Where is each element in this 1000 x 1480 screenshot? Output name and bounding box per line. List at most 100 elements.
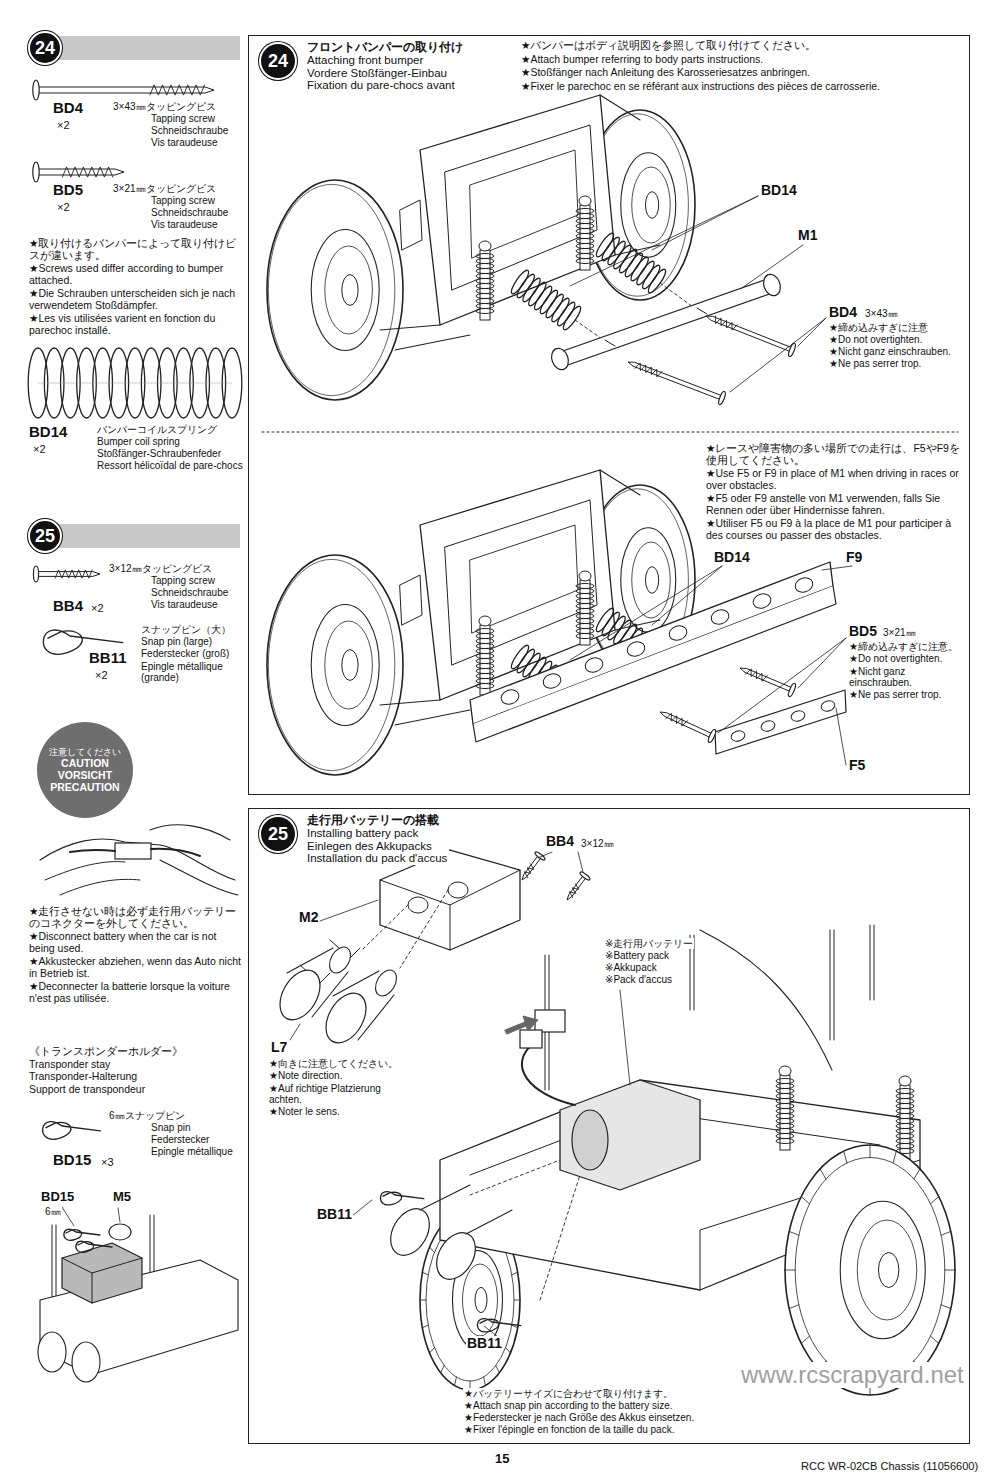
shock-absorber xyxy=(580,580,590,645)
caution-text: PRECAUTION xyxy=(50,781,119,793)
leader-line xyxy=(578,852,583,872)
chassis xyxy=(400,575,422,625)
coil-spring xyxy=(509,268,531,295)
shock-spring xyxy=(896,1099,914,1104)
connector xyxy=(115,843,151,859)
shock-spring xyxy=(576,239,594,244)
screw xyxy=(567,875,586,900)
note-text: ★Utiliser F5 ou F9 à la place de M1 pour… xyxy=(705,518,962,541)
note-text: Tapping screw xyxy=(150,113,216,124)
part-label: BB4 xyxy=(52,598,84,615)
caution-text: CAUTION xyxy=(61,757,109,769)
bracket-m2 xyxy=(380,870,520,950)
screw-head xyxy=(33,162,39,182)
exhaust-tip-l7 xyxy=(420,1185,512,1234)
bumper-hole xyxy=(709,607,731,626)
screw xyxy=(740,668,793,692)
chassis xyxy=(470,525,578,633)
screw-head xyxy=(33,566,38,582)
note-text: ★Nicht ganz einschrauben. xyxy=(848,666,962,688)
part-label: BB4 xyxy=(545,834,575,849)
shock-spring xyxy=(476,299,494,304)
screw-head xyxy=(787,683,797,698)
coil-spring xyxy=(38,383,232,384)
coil-spring xyxy=(600,610,622,637)
shock-spring xyxy=(896,1089,914,1094)
part-label: BD15 xyxy=(52,1152,92,1169)
divider xyxy=(262,432,958,433)
note-text: Ressort hélicoïdal de pare-chocs xyxy=(96,460,244,471)
shock-spring xyxy=(896,1129,914,1134)
direction-arrow xyxy=(505,1016,538,1034)
coil-spring xyxy=(509,643,531,670)
step-title: Vordere Stoßfänger-Einbau xyxy=(307,67,463,80)
exhaust-tip-l7 xyxy=(333,971,394,1040)
note-text: ★Use F5 or F9 in place of M1 when drivin… xyxy=(705,468,962,491)
coil-spring xyxy=(520,276,542,303)
part-label: L7 xyxy=(270,1040,288,1055)
transponder xyxy=(62,1243,142,1303)
note-text: ★バンパーはボディ説明図を参照して取り付けてください。 xyxy=(520,40,962,52)
coil-spring xyxy=(594,231,616,258)
shock-spring xyxy=(476,309,494,314)
chassis xyxy=(445,500,597,665)
exhaust-tip xyxy=(38,1332,66,1372)
part-label: F5 xyxy=(848,758,866,773)
note-text: Vis taraudeuse xyxy=(150,219,219,230)
note-text: 《トランスポンダーホルダー》 xyxy=(28,1046,184,1058)
step-panel: 走行用バッテリーの搭載Installing battery packEinleg… xyxy=(248,808,970,1444)
screw-thread xyxy=(524,864,533,878)
chassis xyxy=(380,95,660,350)
shock-spring xyxy=(776,1099,794,1104)
wheel-rim xyxy=(857,1220,917,1320)
note-text: Tapping screw xyxy=(150,195,216,206)
snap-pin xyxy=(477,1319,520,1332)
wheel-rim xyxy=(311,605,379,726)
bumper-hole xyxy=(760,719,776,733)
bumper-hole xyxy=(820,699,836,713)
tire-tread xyxy=(268,184,394,395)
coil-spring xyxy=(594,606,616,633)
step-title: 走行用バッテリーの搭載 xyxy=(307,814,447,827)
tire-tread xyxy=(506,1348,511,1353)
leader-line xyxy=(718,638,846,733)
screw-thread xyxy=(55,570,92,578)
wheel-hub xyxy=(342,650,358,681)
note-text: ★締め込みすぎに注意 xyxy=(828,322,929,333)
coil-spring xyxy=(628,255,650,282)
tire-tread xyxy=(893,1377,896,1389)
shock-spring xyxy=(576,224,594,229)
shock-spring xyxy=(896,1144,914,1149)
note-text: 3×21㎜タッピングビス xyxy=(112,183,217,194)
step-number: 24 xyxy=(28,31,62,65)
note-text: ×2 xyxy=(94,669,109,681)
wheel-rim xyxy=(311,230,379,351)
header-bar xyxy=(44,36,240,60)
step-title: Attaching front bumper xyxy=(307,54,463,67)
note-text: ★Nicht ganz einschrauben. xyxy=(828,346,952,357)
coil-spring xyxy=(526,280,548,307)
shock-spring xyxy=(776,1109,794,1114)
note-text: 3×12㎜タッピングビス xyxy=(108,563,213,574)
step-number: 24 xyxy=(259,42,297,80)
exhaust-tip-l7 xyxy=(272,963,328,1027)
shock-spring xyxy=(476,654,494,659)
note-text: ※Battery pack xyxy=(604,950,670,961)
bumper-m1 xyxy=(605,308,707,346)
shock-spring xyxy=(896,1094,914,1099)
hand-outline xyxy=(40,839,235,880)
part-label: F9 xyxy=(845,550,863,565)
tire-tread xyxy=(785,1270,795,1271)
leader-line xyxy=(836,708,846,765)
note-text: Schneidschraube xyxy=(150,207,229,218)
note-text: Tapping screw xyxy=(150,575,216,586)
part-label: M1 xyxy=(797,228,818,243)
shock-spring xyxy=(896,1139,914,1144)
wheel-hub xyxy=(342,275,358,306)
wheel-rim xyxy=(621,528,676,633)
step-title: Fixation du pare-chocs avant xyxy=(307,79,463,92)
shock-spring xyxy=(896,1124,914,1129)
shock-spring xyxy=(776,1084,794,1089)
shock-spring xyxy=(576,214,594,219)
tire-tread xyxy=(514,1300,520,1301)
